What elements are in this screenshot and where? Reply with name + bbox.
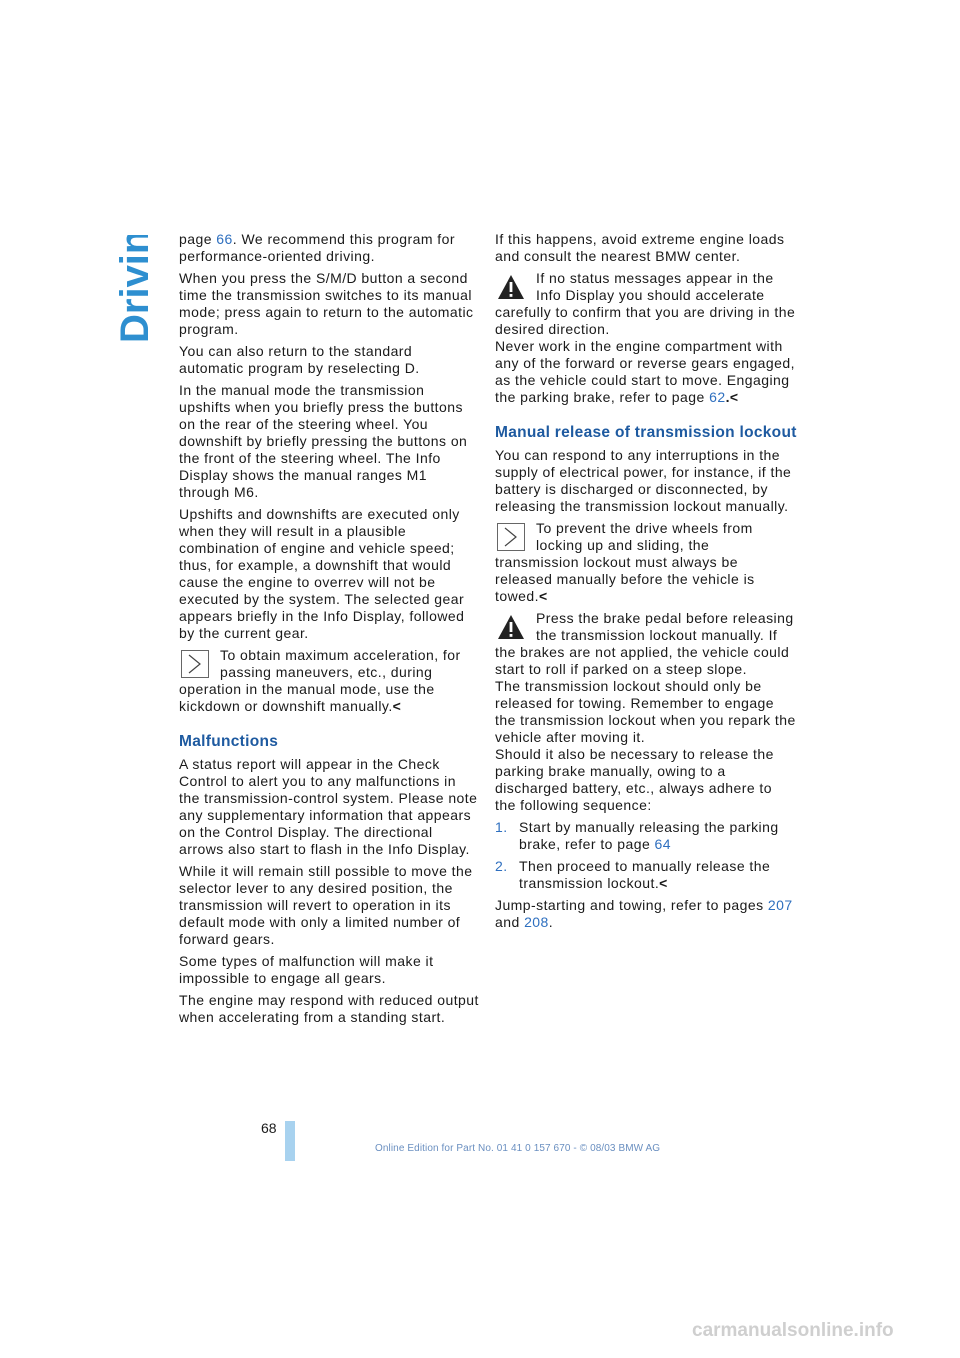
warning-icon (497, 612, 525, 641)
right-column: If this happens, avoid extreme engine lo… (495, 231, 797, 936)
page-link[interactable]: 207 (767, 896, 793, 913)
steps-list: 1. Start by manually releasing the parki… (495, 819, 797, 892)
paragraph: Some types of malfunction will make it i… (179, 952, 434, 986)
paragraph: You can also return to the standard auto… (179, 343, 420, 376)
paragraph: You can respond to any interruptions in … (495, 446, 792, 514)
warning-note: Press the brake pedal before releasing t… (495, 609, 796, 813)
watermark: carmanualsonline.info (692, 1320, 894, 1341)
paragraph: The engine may respond with reduced outp… (179, 991, 479, 1025)
heading-manual-release: Manual release of transmission lockout (495, 424, 797, 441)
page-link[interactable]: 66 (216, 231, 233, 247)
page-bar (285, 1121, 295, 1161)
page-link[interactable]: 64 (654, 835, 672, 852)
paragraph: While it will remain still possible to m… (179, 862, 473, 947)
page-link[interactable]: 208 (524, 913, 549, 930)
paragraph: Upshifts and downshifts are executed onl… (179, 506, 465, 641)
section-title: Driving (113, 235, 156, 343)
paragraph: If this happens, avoid extreme engine lo… (495, 231, 785, 264)
warning-note: If no status messages appear in the Info… (495, 270, 796, 405)
paragraph: When you press the S/M/D button a second… (179, 270, 474, 337)
list-item: 2. Then proceed to manually release the … (495, 857, 771, 891)
section-title-vertical: Driving (108, 205, 157, 345)
left-column: page 66. We recommend this program for p… (179, 231, 479, 1031)
paragraph: page 66. We recommend this program for p… (179, 231, 455, 264)
paragraph: In the manual mode the transmission upsh… (179, 382, 468, 500)
paragraph: A status report will appear in the Check… (179, 755, 478, 857)
tip-icon (181, 650, 209, 678)
page-link[interactable]: 62 (709, 389, 726, 405)
warning-icon (497, 273, 525, 301)
paragraph: Jump-starting and towing, refer to pages… (495, 896, 793, 930)
tip-note: To obtain maximum acceleration, for pass… (179, 647, 461, 714)
heading-malfunctions: Malfunctions (179, 733, 279, 750)
tip-icon (497, 522, 525, 551)
footer-text: Online Edition for Part No. 01 41 0 157 … (375, 1143, 661, 1154)
page-number: 68 (261, 1120, 277, 1136)
tip-note: To prevent the drive wheels from locking… (495, 519, 755, 604)
list-item: 1. Start by manually releasing the parki… (495, 818, 779, 852)
